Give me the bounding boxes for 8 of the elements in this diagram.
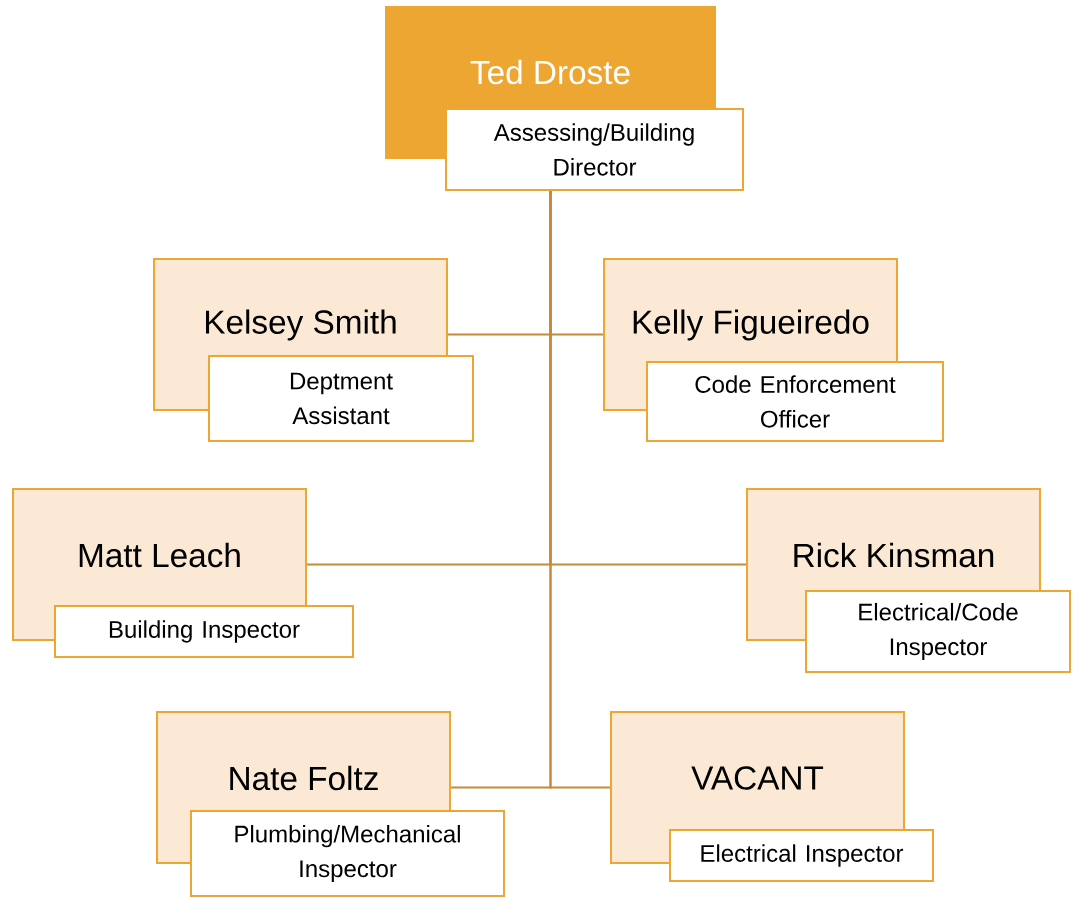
title-box: Deptment Assistant [208,355,474,442]
connector-line [549,190,611,789]
title-box: Electrical Inspector [669,829,934,882]
title-box: Building Inspector [54,605,354,658]
title-box: Code Enforcement Officer [646,361,944,442]
title-box: Plumbing/Mechanical Inspector [190,810,505,897]
title-box: Electrical/Code Inspector [805,590,1071,673]
title-box: Assessing/Building Director [445,108,744,191]
